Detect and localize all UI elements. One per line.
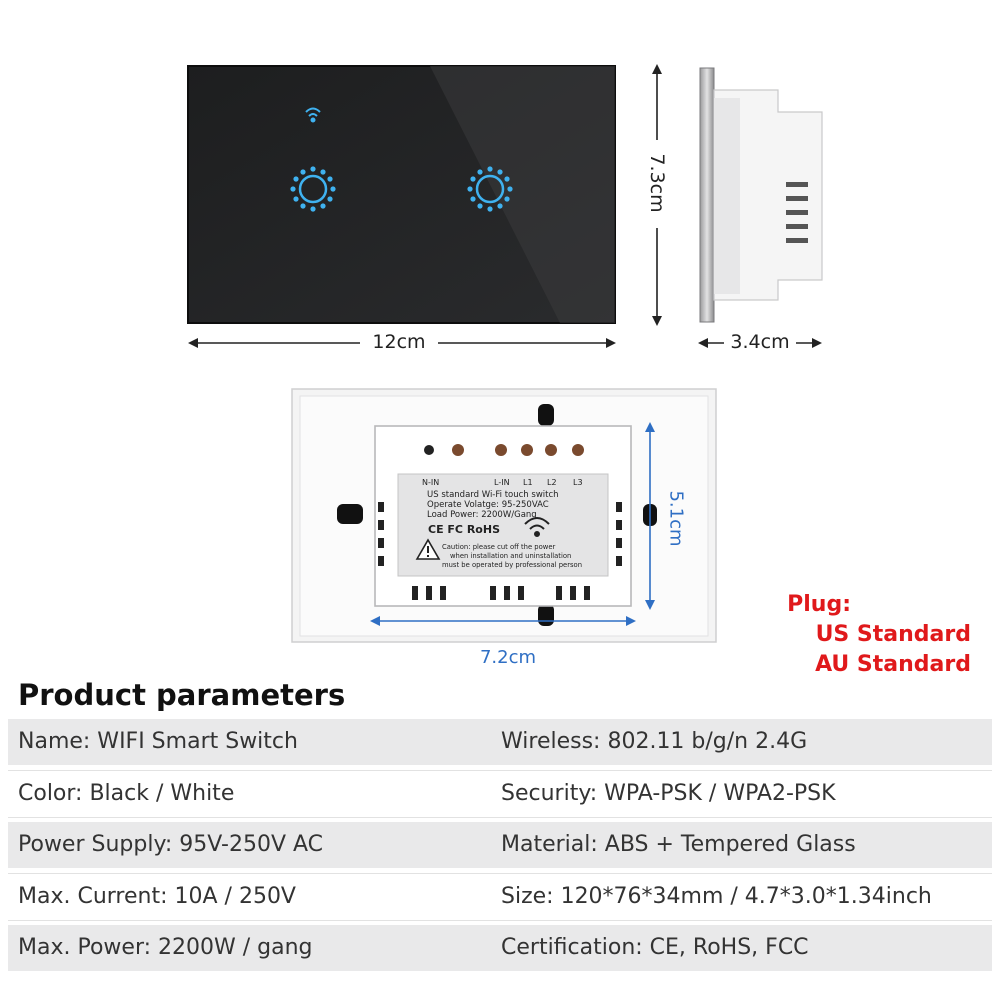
spec-line: Operate Volatge: 95-250VAC: [427, 500, 549, 510]
caution-icon: [415, 538, 441, 560]
cert-marks: CE FC RoHS: [428, 523, 500, 536]
param-left: Max. Power: 2200W / gang: [18, 935, 313, 960]
param-left: Name: WIFI Smart Switch: [18, 729, 298, 754]
spec-line: Load Power: 2200W/Gang: [427, 510, 537, 520]
plug-standard-us: US Standard: [815, 622, 971, 647]
side-profile: [699, 67, 823, 323]
param-right: Wireless: 802.11 b/g/n 2.4G: [501, 729, 808, 754]
touch-button-icon: [290, 166, 336, 212]
plug-standard-au: AU Standard: [815, 652, 971, 677]
terminal-label: N-IN: [422, 478, 440, 487]
table-row: Max. Power: 2200W / gang Certification: …: [8, 925, 992, 971]
param-right: Material: ABS + Tempered Glass: [501, 832, 856, 857]
param-right: Certification: CE, RoHS, FCC: [501, 935, 809, 960]
width-label: 12cm: [372, 331, 426, 353]
wifi-icon: [524, 517, 550, 537]
param-right: Size: 120*76*34mm / 4.7*3.0*1.34inch: [501, 884, 932, 909]
touch-button-icon: [467, 166, 513, 212]
param-left: Power Supply: 95V-250V AC: [18, 832, 324, 857]
table-row: Max. Current: 10A / 250V Size: 120*76*34…: [8, 873, 992, 921]
table-row: Power Supply: 95V-250V AC Material: ABS …: [8, 822, 992, 868]
wifi-icon: [305, 107, 321, 123]
caution-line: must be operated by professional person: [442, 561, 583, 569]
depth-dimension-arrow: [698, 338, 822, 348]
back-height-label: 5.1cm: [665, 490, 687, 547]
spec-label: US standard Wi-Fi touch switch Operate V…: [427, 490, 559, 520]
plug-heading: Plug:: [787, 592, 851, 617]
caution-line: Caution: please cut off the power: [442, 543, 556, 551]
caution-text: Caution: please cut off the power when i…: [442, 543, 582, 570]
front-panel: [187, 65, 616, 324]
back-width-dimension-arrow: [370, 616, 636, 626]
param-left: Max. Current: 10A / 250V: [18, 884, 296, 909]
param-left: Color: Black / White: [18, 781, 235, 806]
height-label: 7.3cm: [646, 153, 668, 213]
params-title: Product parameters: [18, 678, 346, 712]
terminal-labels: N-IN L-IN L1 L2 L3: [0, 478, 1000, 492]
table-row: Name: WIFI Smart Switch Wireless: 802.11…: [8, 719, 992, 765]
terminal-label: L3: [573, 478, 583, 487]
spec-line: US standard Wi-Fi touch switch: [427, 490, 559, 500]
back-height-dimension-arrow: [645, 422, 655, 610]
terminal-label: L1: [523, 478, 533, 487]
caution-line: when installation and uninstallation: [450, 552, 572, 560]
terminal-label: L-IN: [494, 478, 510, 487]
terminal-label: L2: [547, 478, 557, 487]
back-housing: [374, 425, 632, 607]
back-width-label: 7.2cm: [479, 647, 537, 668]
table-row: Color: Black / White Security: WPA-PSK /…: [8, 770, 992, 818]
width-dimension-arrow: [188, 338, 616, 348]
height-dimension-arrow: [652, 64, 662, 326]
depth-label: 3.4cm: [730, 331, 790, 353]
param-right: Security: WPA-PSK / WPA2-PSK: [501, 781, 836, 806]
back-panel-illustration: [291, 388, 717, 643]
front-panel-illustration: [187, 64, 823, 348]
plug-info: Plug: US Standard AU Standard: [711, 590, 971, 680]
